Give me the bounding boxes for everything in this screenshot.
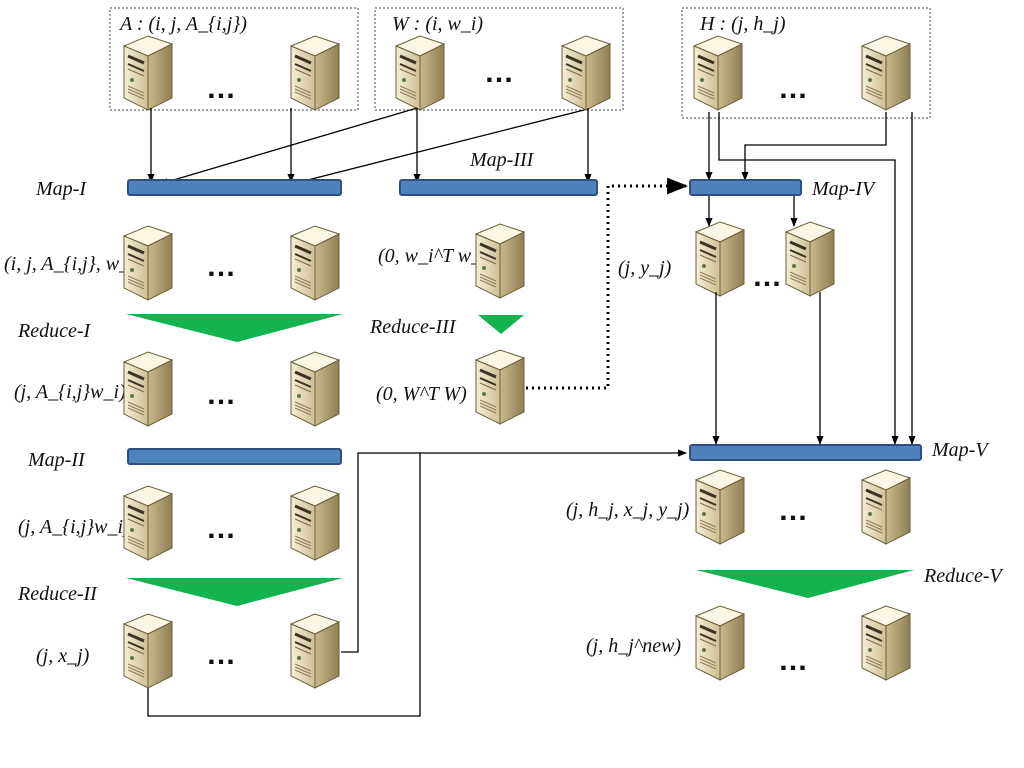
server-icon (860, 604, 912, 682)
group-box-W (374, 7, 624, 111)
ellipsis: … (206, 512, 236, 545)
reduce-II-output-label: (j, x_j) (36, 645, 90, 667)
server-icon (694, 468, 746, 546)
ellipsis: … (778, 644, 808, 677)
server-icon (394, 34, 446, 112)
server-icon (860, 468, 912, 546)
server-icon (692, 34, 744, 112)
reduce-II-label: Reduce-II (17, 583, 98, 605)
map-I-output-label: (i, j, A_{i,j}, w_i) (4, 253, 142, 275)
server-icon (122, 34, 174, 112)
reduce-I-output-label: (j, A_{i,j}w_i) (14, 381, 126, 403)
group-label-W: W : (i, w_i) (392, 13, 483, 35)
reduce-V-triangle (696, 570, 914, 598)
group-box-H (681, 7, 931, 119)
server-icon (289, 224, 341, 302)
server-icon (122, 224, 174, 302)
server-icon (694, 220, 746, 298)
ellipsis: … (206, 72, 236, 105)
map-V-bar (689, 444, 922, 461)
group-label-A: A : (i, j, A_{i,j}) (118, 13, 247, 35)
server-icon (474, 348, 526, 426)
ellipsis: … (778, 494, 808, 527)
map-IV-output-label: (j, y_j) (618, 257, 672, 279)
server-icon (122, 350, 174, 428)
reduce-V-label: Reduce-V (923, 565, 1005, 587)
reduce-I-label: Reduce-I (17, 320, 92, 342)
server-icon (289, 34, 341, 112)
server-icon (860, 34, 912, 112)
reduce-III-output-label: (0, W^T W) (376, 383, 467, 405)
map-II-output-label: (j, A_{i,j}w_i) (18, 516, 130, 538)
map-V-label: Map-V (931, 439, 990, 461)
map-III-label: Map-III (469, 149, 535, 171)
server-icon (289, 612, 341, 690)
map-II-label: Map-II (27, 449, 86, 471)
reduce-III-triangle (478, 315, 524, 334)
ellipsis: … (778, 72, 808, 105)
ellipsis: … (206, 638, 236, 671)
ellipsis: … (206, 250, 236, 283)
map-I-label: Map-I (35, 178, 87, 200)
server-icon (474, 222, 526, 300)
group-box-A (109, 7, 359, 111)
server-icon (694, 604, 746, 682)
ellipsis: … (206, 378, 236, 411)
map-I-bar (127, 179, 342, 196)
reduce-II-triangle (126, 578, 343, 606)
ellipsis: … (484, 56, 514, 89)
ellipsis: … (752, 260, 782, 293)
reduce-V-output-label: (j, h_j^new) (586, 635, 681, 657)
server-icon (122, 484, 174, 562)
map-V-output-label: (j, h_j, x_j, y_j) (566, 499, 690, 521)
map-II-bar (127, 448, 342, 465)
server-icon (784, 220, 836, 298)
server-icon (560, 34, 612, 112)
reduce-I-triangle (126, 314, 343, 342)
reduce-III-label: Reduce-III (369, 316, 457, 338)
server-icon (122, 612, 174, 690)
map-III-output-label: (0, w_i^T w_i) (378, 245, 494, 267)
map-IV-label: Map-IV (811, 178, 877, 200)
server-icon (289, 484, 341, 562)
group-label-H: H : (j, h_j) (699, 13, 786, 35)
map-IV-bar (689, 179, 802, 196)
server-icon (289, 350, 341, 428)
map-III-bar (399, 179, 598, 196)
